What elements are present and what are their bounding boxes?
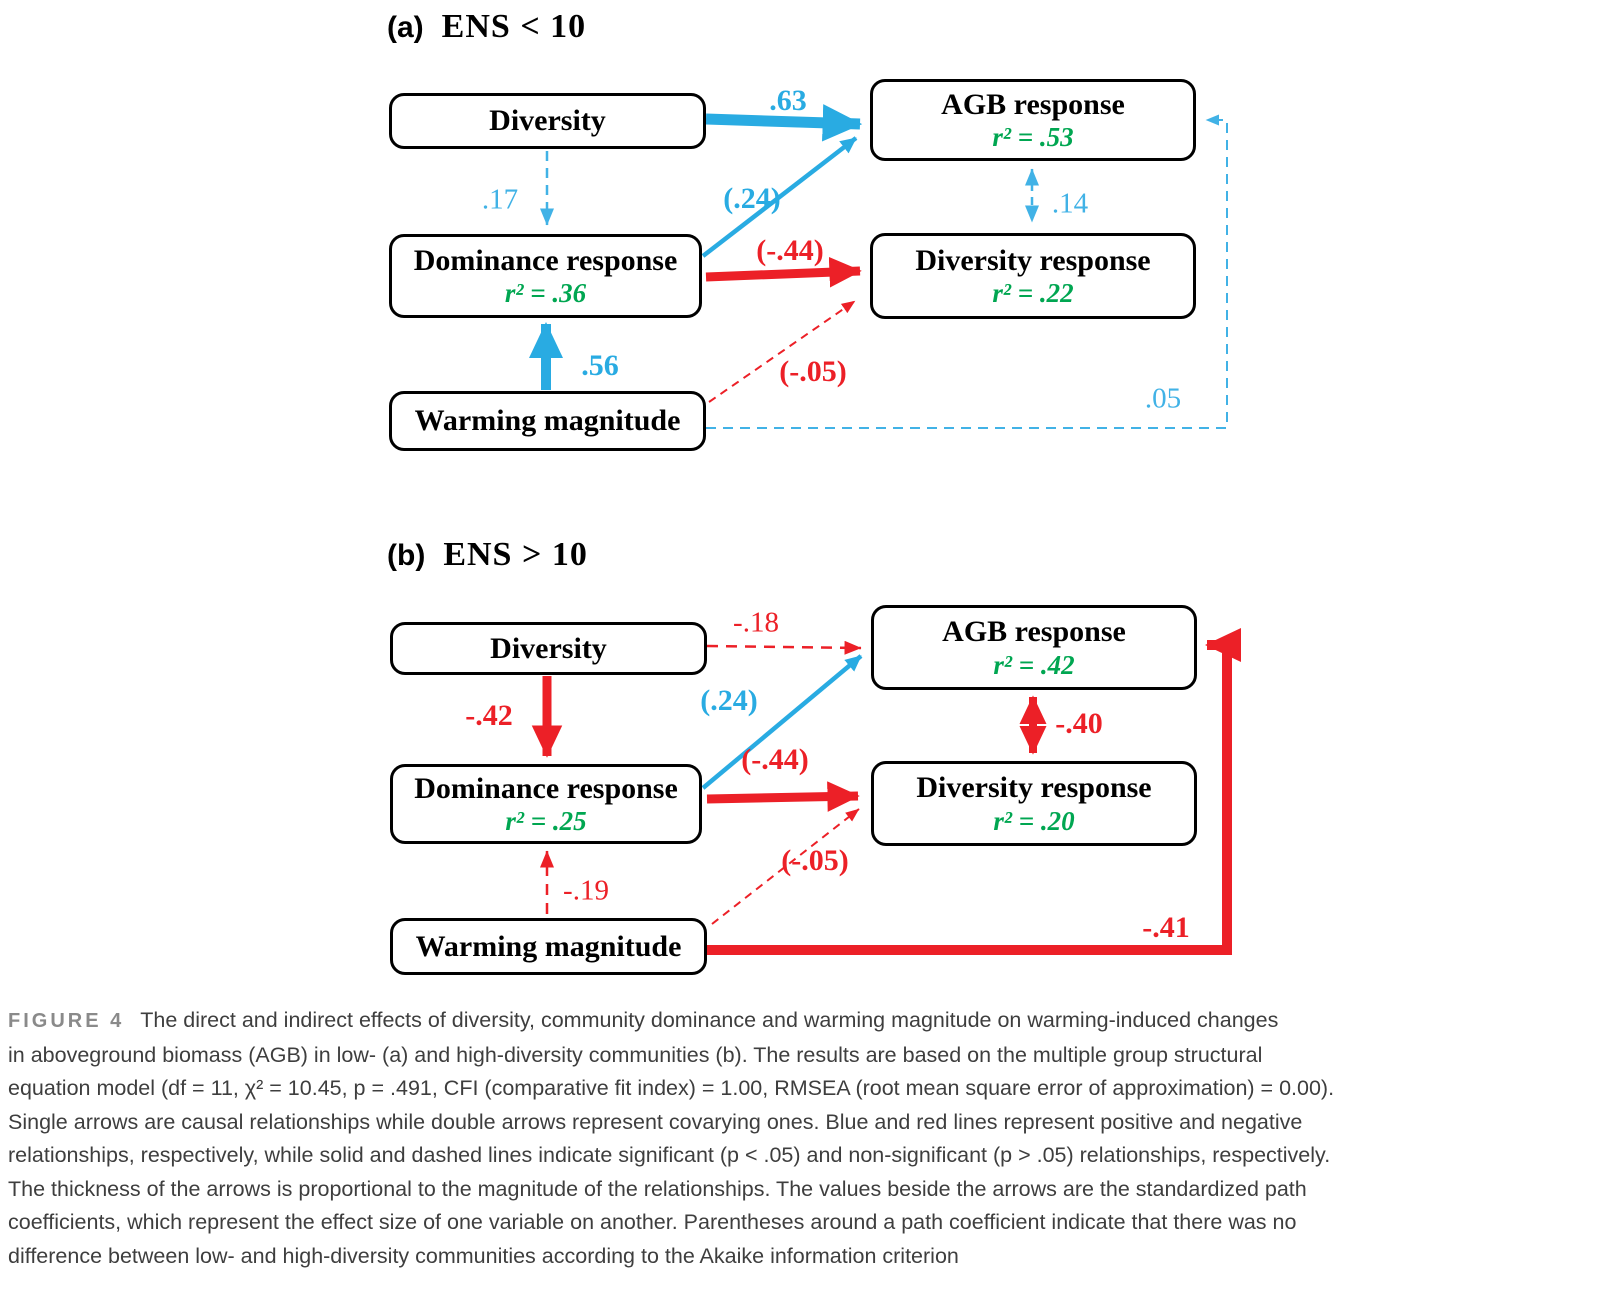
coef-a-warming-to-dominance: .56	[581, 349, 619, 382]
box-a-diversity: Diversity	[389, 93, 706, 149]
caption-text: The direct and indirect effects of diver…	[140, 1008, 1279, 1032]
box-r2-value: r² = .42	[993, 649, 1075, 680]
figure-caption: FIGURE 4 The direct and indirect effects …	[8, 1004, 1604, 1273]
box-a-diversity-response: Diversity response r² = .22	[870, 233, 1196, 319]
coef-a-warming-to-agb: .05	[1144, 382, 1182, 415]
box-b-warming-magnitude: Warming magnitude	[390, 918, 707, 975]
arrow-a-diversity-to-agb	[705, 104, 863, 142]
coef-b-diversity-to-agb: -.18	[733, 606, 779, 639]
coef-a-agb-diversity-response-covariance: .14	[1051, 187, 1089, 220]
coef-a-diversity-to-dominance: .17	[481, 183, 519, 216]
caption-line: Single arrows are causal relationships w…	[8, 1109, 1303, 1134]
coef-b-warming-to-agb: -.41	[1142, 911, 1190, 944]
panel-a-title: (a) ENS < 10	[387, 8, 586, 46]
arrow-b-diversity-to-agb	[706, 640, 862, 655]
figure-number-label: FIGURE 4	[8, 1010, 125, 1032]
box-label: Diversity response	[916, 771, 1152, 805]
arrow-b-warming-to-diversity-response	[711, 808, 860, 925]
panel-b-title: (b) ENS > 10	[387, 536, 588, 574]
box-label: Dominance response	[414, 771, 678, 805]
caption-line: in aboveground biomass (AGB) in low- (a)…	[8, 1042, 1263, 1067]
box-a-dominance-response: Dominance response r² = .36	[389, 234, 702, 318]
box-label: Diversity	[490, 631, 607, 665]
box-r2-value: r² = .22	[992, 278, 1074, 309]
coef-b-agb-diversity-response-covariance: -.40	[1055, 707, 1103, 740]
caption-line: relationships, respectively, while solid…	[8, 1143, 1331, 1167]
coef-b-warming-to-dominance: -.19	[563, 874, 609, 907]
caption-line: equation model (df = 11, χ² = 10.45, p =…	[8, 1076, 1335, 1100]
box-label: Diversity response	[915, 243, 1151, 277]
box-r2-value: r² = .20	[993, 805, 1075, 836]
box-b-diversity-response: Diversity response r² = .20	[871, 761, 1197, 846]
box-a-warming-magnitude: Warming magnitude	[389, 391, 706, 451]
arrow-a-warming-to-diversity-response	[708, 300, 856, 403]
box-b-dominance-response: Dominance response r² = .25	[390, 764, 702, 844]
arrow-a-dominance-to-agb	[701, 136, 858, 258]
panel-a-letter: (a)	[387, 11, 424, 44]
box-label: AGB response	[941, 87, 1125, 121]
coef-a-warming-to-diversity-response: (-.05)	[779, 355, 847, 388]
box-b-agb-response: AGB response r² = .42	[871, 605, 1197, 690]
box-r2-value: r² = .25	[505, 806, 587, 837]
box-label: Dominance response	[413, 243, 678, 277]
box-label: Diversity	[489, 104, 606, 138]
caption-line: The thickness of the arrows is proportio…	[8, 1176, 1307, 1201]
coef-b-dominance-to-diversity-response: (-.44)	[741, 743, 809, 776]
path-arrows-layer	[528, 104, 1242, 955]
coef-a-dominance-to-agb: (.24)	[723, 182, 781, 215]
arrow-a-warming-to-agb	[706, 114, 1228, 429]
caption-line: FIGURE 4 The direct and indirect effects …	[8, 1004, 1604, 1039]
arrow-b-warming-to-agb	[707, 628, 1242, 955]
box-b-diversity: Diversity	[390, 622, 707, 675]
coef-a-diversity-to-agb: .63	[769, 84, 807, 117]
arrow-b-dominance-to-diversity-response	[706, 781, 860, 812]
box-label: Warming magnitude	[414, 404, 681, 438]
caption-line: difference between low- and high-diversi…	[8, 1243, 959, 1268]
box-a-agb-response: AGB response r² = .53	[870, 79, 1196, 161]
box-label: Warming magnitude	[415, 929, 682, 963]
panel-a-title-text: ENS < 10	[441, 8, 587, 45]
coef-b-diversity-to-dominance: -.42	[465, 699, 513, 732]
coef-b-warming-to-diversity-response: (-.05)	[781, 844, 849, 877]
arrow-b-dominance-to-agb	[701, 654, 863, 790]
coef-b-dominance-to-agb: (.24)	[700, 684, 758, 717]
box-label: AGB response	[942, 615, 1126, 649]
box-r2-value: r² = .36	[504, 278, 587, 309]
caption-line: coefficients, which represent the effect…	[8, 1210, 1297, 1234]
panel-b-title-text: ENS > 10	[443, 536, 588, 573]
box-r2-value: r² = .53	[992, 122, 1074, 153]
arrow-a-dominance-to-diversity-response	[705, 256, 862, 288]
panel-b-letter: (b)	[387, 539, 426, 572]
coef-a-dominance-to-diversity-response: (-.44)	[756, 234, 824, 267]
